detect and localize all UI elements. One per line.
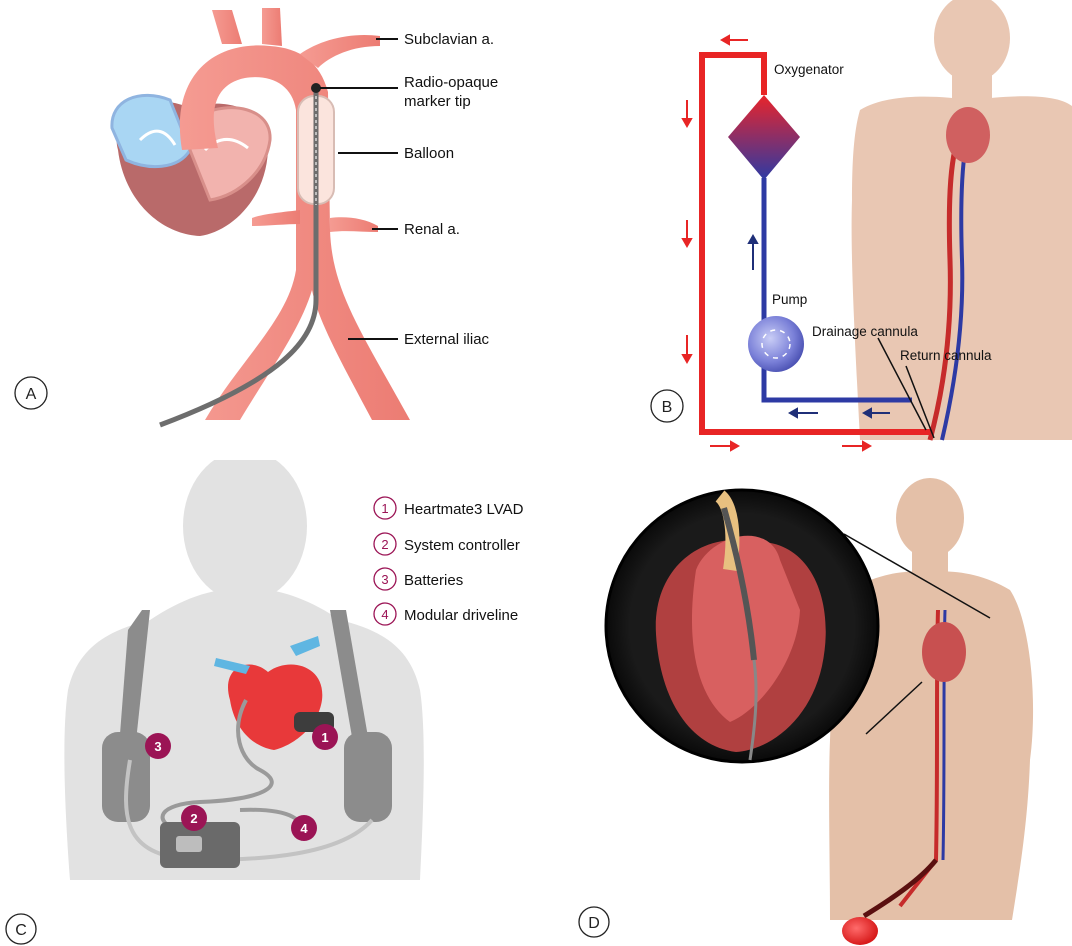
label-drainage-cannula: Drainage cannula	[812, 324, 918, 339]
label-renal: Renal a.	[404, 221, 460, 238]
marker-4: 4	[300, 821, 308, 836]
panel-letter-d: D	[588, 915, 600, 932]
legend-item: 1 Heartmate3 LVAD	[374, 497, 524, 519]
label-marker-line2: marker tip	[404, 93, 471, 110]
panel-d-impella-diagram: D	[560, 460, 1072, 946]
panel-letter-b: B	[662, 399, 673, 416]
legend-item: 3 Batteries	[374, 568, 463, 590]
legend-text: Heartmate3 LVAD	[404, 501, 524, 518]
label-iliac: External iliac	[404, 331, 490, 348]
legend-num: 2	[381, 537, 388, 552]
legend-item: 4 Modular driveline	[374, 603, 518, 625]
oxygenator-diamond	[728, 95, 800, 180]
label-oxygenator: Oxygenator	[774, 62, 844, 77]
marker-2: 2	[190, 811, 197, 826]
legend-text: Modular driveline	[404, 607, 518, 624]
label-pump: Pump	[772, 292, 807, 307]
label-subclavian: Subclavian a.	[404, 31, 494, 48]
heart-illustration	[946, 107, 990, 163]
marker-3: 3	[154, 739, 161, 754]
legend-num: 4	[381, 607, 388, 622]
label-marker-line1: Radio-opaque	[404, 74, 498, 91]
legend-num: 3	[381, 572, 388, 587]
heart-illustration	[922, 622, 966, 682]
legend-num: 1	[381, 501, 388, 516]
panel-letter-a: A	[26, 386, 37, 403]
marker-tip	[311, 83, 321, 93]
lvad-legend: 1 Heartmate3 LVAD 2 System controller 3 …	[374, 497, 524, 625]
pump-circle	[748, 316, 804, 372]
body-silhouette	[829, 478, 1033, 920]
panel-letter-c: C	[15, 922, 27, 939]
panel-a-iabp-diagram: Subclavian a. Radio-opaque marker tip Ba…	[0, 0, 560, 430]
marker-1: 1	[321, 730, 328, 745]
legend-text: Batteries	[404, 572, 463, 589]
label-balloon: Balloon	[404, 145, 454, 162]
impella-bulb	[842, 917, 878, 945]
legend-text: System controller	[404, 537, 520, 554]
flow-arrows-red	[683, 36, 870, 450]
panel-b-ecmo-diagram: Oxygenator Pump Drainage cannula Return …	[560, 0, 1072, 460]
panel-c-lvad-diagram: 1 2 3 4 1 Heartmate3 LVAD 2 System contr…	[0, 460, 560, 946]
legend-item: 2 System controller	[374, 533, 520, 555]
label-return-cannula: Return cannula	[900, 348, 992, 363]
